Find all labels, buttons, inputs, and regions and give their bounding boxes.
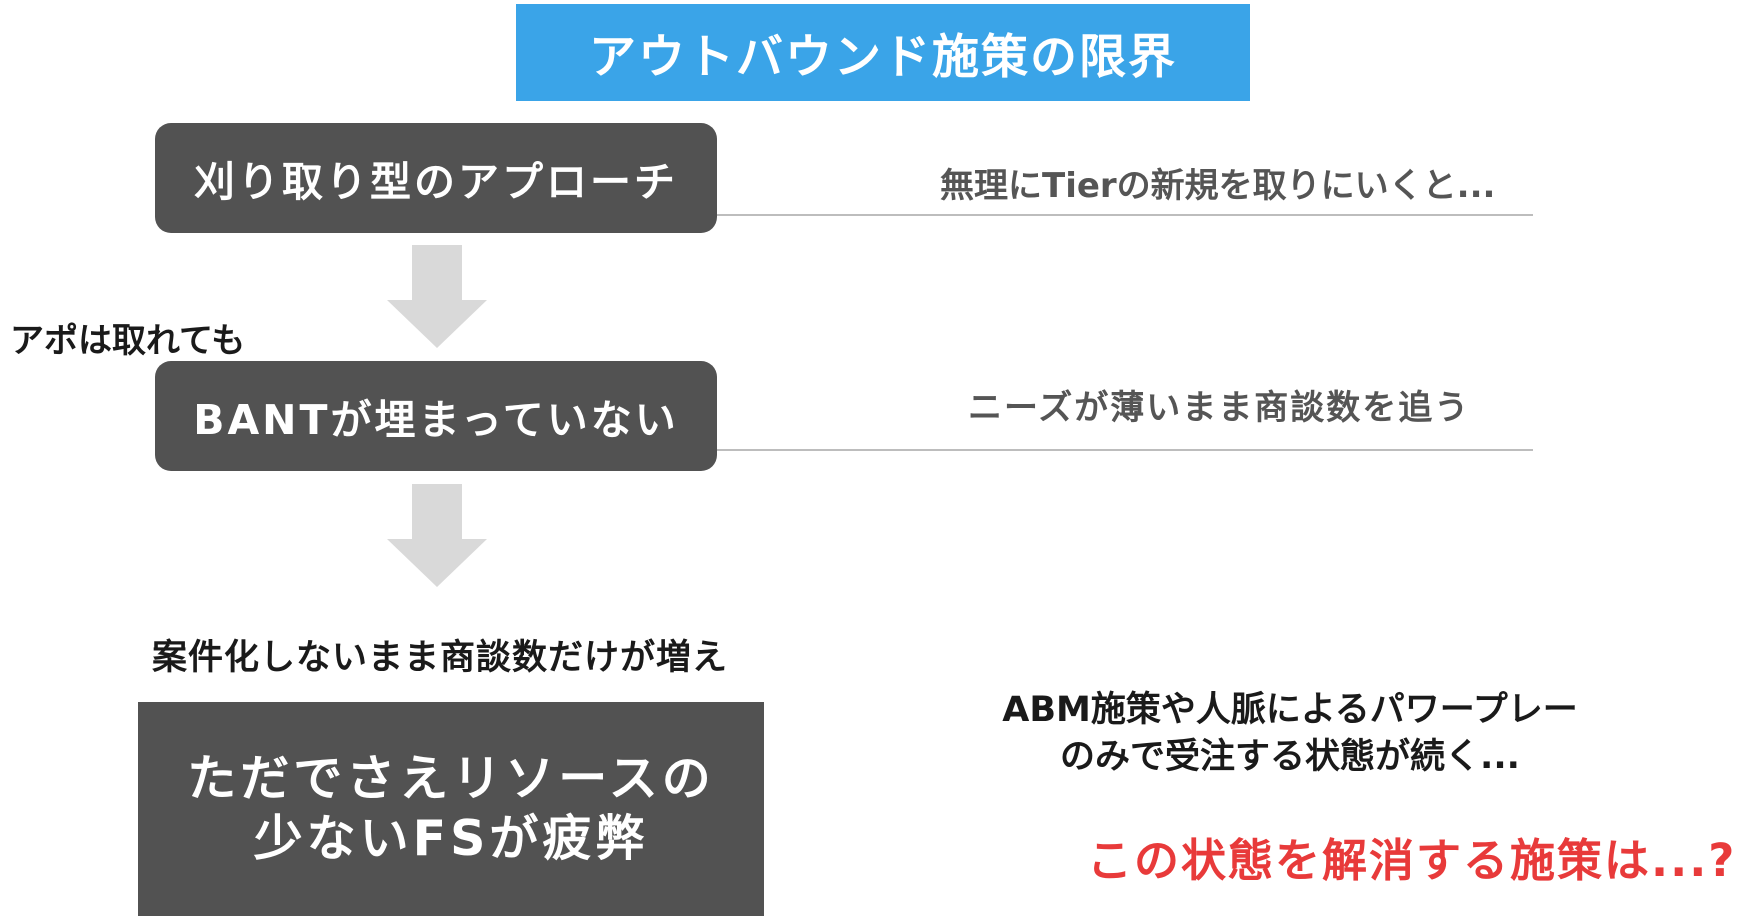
step-box-bant: BANTが埋まっていない [155,361,717,471]
down-arrow-icon [387,484,487,587]
note-weak-needs: ニーズが薄いまま商談数を追う [968,388,1471,428]
divider-line [717,449,1533,451]
abm-note: ABM施策や人脈によるパワープレー のみで受注する状態が続く... [970,687,1610,782]
step-label: 刈り取り型のアプローチ [194,158,678,206]
final-box-fs-fatigue: ただでさえリソースの 少ないFSが疲弊 [138,702,764,916]
down-arrow-icon [387,245,487,348]
note-tier-new: 無理にTierの新規を取りにいくと... [940,166,1496,206]
connector-label: アポは取れても [10,321,246,361]
divider-line [717,214,1533,216]
abm-line-1: ABM施策や人脈によるパワープレー [1002,690,1578,730]
abm-line-2: のみで受注する状態が続く... [1060,737,1520,778]
step-box-reaping-approach: 刈り取り型のアプローチ [155,123,717,233]
increase-label: 案件化しないまま商談数だけが増え [152,638,729,678]
final-line-2: 少ないFSが疲弊 [253,810,649,867]
title-banner: アウトバウンド施策の限界 [516,4,1250,101]
question-text: この状態を解消する施策は...? [1087,834,1737,887]
final-line-1: ただでさえリソースの [187,750,715,808]
step-label: BANTが埋まっていない [193,396,679,444]
page-title: アウトバウンド施策の限界 [589,30,1177,85]
